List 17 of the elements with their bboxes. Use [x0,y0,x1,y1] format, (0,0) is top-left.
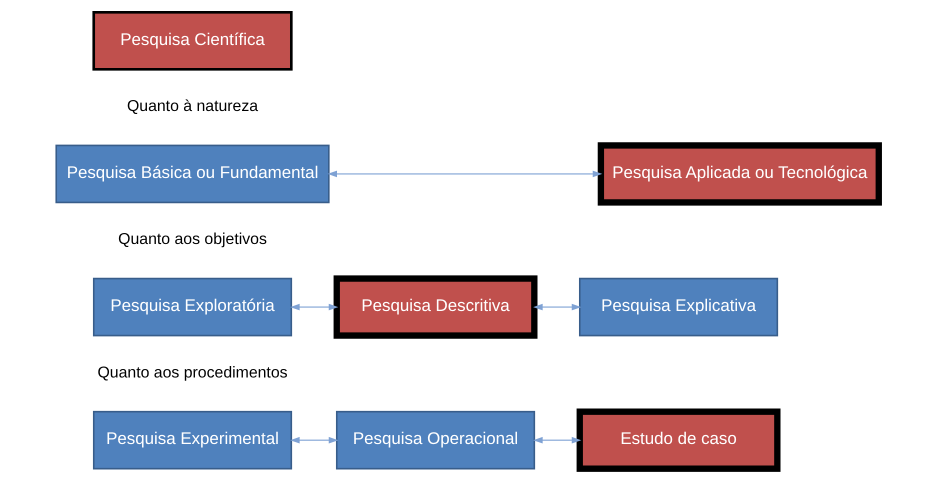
label: Quanto aos objetivos [118,231,267,248]
node-box: Pesquisa Explicativa [578,278,778,336]
label: Quanto à natureza [126,98,258,116]
node-box: Pesquisa Exploratória [92,278,292,336]
arrow [290,436,338,444]
node-box: Pesquisa Descritiva [334,275,538,339]
arrow [290,304,338,310]
arrow [328,170,602,178]
node-box: Pesquisa Experimental [92,410,292,470]
node-box: Pesquisa Aplicada ou Tecnológica [598,142,882,206]
arrow [533,304,582,310]
node-box: Pesquisa Básica ou Fundamental [55,144,330,204]
arrow [533,436,582,444]
node-box: Pesquisa Operacional [336,410,536,470]
node-box: Pesquisa Científica [92,10,293,71]
node-box: Estudo de caso [576,408,780,472]
label: Quanto aos procedimentos [97,364,288,382]
